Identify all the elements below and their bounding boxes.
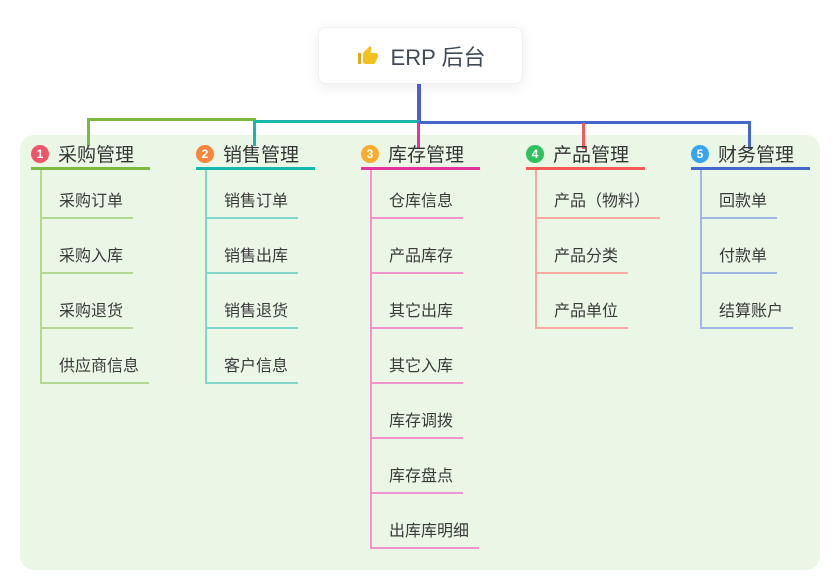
child-node[interactable]: 产品库存 bbox=[370, 219, 480, 274]
child-node-label: 回款单 bbox=[702, 187, 778, 219]
root-node[interactable]: ERP 后台 bbox=[318, 27, 523, 84]
child-node[interactable]: 产品（物料） bbox=[535, 170, 661, 219]
branch-header-4[interactable]: 4 产品管理 bbox=[526, 144, 645, 170]
child-node[interactable]: 产品分类 bbox=[535, 219, 645, 274]
branch-number-badge: 3 bbox=[361, 144, 379, 163]
child-node-label: 销售退货 bbox=[207, 297, 299, 329]
branch-children: 仓库信息产品库存其它出库其它入库库存调拨库存盘点出库库明细 bbox=[370, 170, 480, 549]
child-node-label: 库存盘点 bbox=[372, 462, 464, 494]
branches-panel bbox=[20, 135, 820, 570]
child-node-label: 采购退货 bbox=[42, 297, 134, 329]
branch-children: 回款单付款单结算账户 bbox=[700, 170, 810, 329]
branch-number-badge: 2 bbox=[196, 144, 214, 163]
connector-stem-line bbox=[417, 84, 421, 124]
child-node-label: 库存调拨 bbox=[372, 407, 464, 439]
branch-label: 销售管理 bbox=[223, 145, 300, 166]
child-node-label: 供应商信息 bbox=[42, 352, 150, 384]
branch-children: 采购订单采购入库采购退货供应商信息 bbox=[40, 170, 150, 384]
child-node-label: 客户信息 bbox=[207, 352, 299, 384]
child-node[interactable]: 付款单 bbox=[700, 219, 810, 274]
branch-header-3[interactable]: 3 库存管理 bbox=[361, 144, 480, 170]
branch-label: 产品管理 bbox=[553, 145, 630, 166]
branch-header-5[interactable]: 5 财务管理 bbox=[691, 144, 810, 170]
child-node[interactable]: 其它出库 bbox=[370, 274, 480, 329]
thumbs-up-icon bbox=[357, 45, 378, 64]
root-node-label: ERP 后台 bbox=[390, 44, 486, 70]
branch-3: 3 库存管理 仓库信息产品库存其它出库其它入库库存调拨库存盘点出库库明细 bbox=[361, 144, 480, 549]
child-node[interactable]: 客户信息 bbox=[205, 329, 315, 384]
child-node[interactable]: 供应商信息 bbox=[40, 329, 150, 384]
child-node-label: 销售订单 bbox=[207, 187, 299, 219]
child-node-label: 其它入库 bbox=[372, 352, 464, 384]
child-node-label: 采购订单 bbox=[42, 187, 134, 219]
branch-number-badge: 1 bbox=[31, 144, 49, 163]
branch-label: 财务管理 bbox=[718, 145, 795, 166]
branch-header-2[interactable]: 2 销售管理 bbox=[196, 144, 315, 170]
child-node[interactable]: 销售出库 bbox=[205, 219, 315, 274]
connector-line bbox=[87, 118, 90, 146]
child-node-label: 产品库存 bbox=[372, 242, 464, 274]
child-node[interactable]: 产品单位 bbox=[535, 274, 645, 329]
branch-number-badge: 5 bbox=[691, 144, 709, 163]
child-node-label: 仓库信息 bbox=[372, 187, 464, 219]
child-node-label: 其它出库 bbox=[372, 297, 464, 329]
branch-number-badge: 4 bbox=[526, 144, 544, 163]
child-node[interactable]: 结算账户 bbox=[700, 274, 810, 329]
branch-children: 销售订单销售出库销售退货客户信息 bbox=[205, 170, 315, 384]
connector-line bbox=[418, 121, 751, 124]
child-node-label: 产品单位 bbox=[537, 297, 629, 329]
branch-label: 采购管理 bbox=[58, 145, 135, 166]
branch-4: 4 产品管理 产品（物料） 产品分类产品单位 bbox=[526, 144, 661, 329]
connector-line bbox=[417, 123, 420, 149]
child-node[interactable]: 其它入库 bbox=[370, 329, 480, 384]
child-node[interactable]: 采购订单 bbox=[40, 170, 150, 219]
child-node[interactable]: 销售退货 bbox=[205, 274, 315, 329]
branch-header-1[interactable]: 1 采购管理 bbox=[31, 144, 150, 170]
connector-line bbox=[253, 120, 420, 123]
child-node-label: 付款单 bbox=[702, 242, 778, 274]
connector-line bbox=[582, 123, 585, 149]
branch-5: 5 财务管理 回款单付款单结算账户 bbox=[691, 144, 810, 329]
child-node[interactable]: 出库库明细 bbox=[370, 494, 480, 549]
child-node[interactable]: 采购入库 bbox=[40, 219, 150, 274]
child-node[interactable]: 销售订单 bbox=[205, 170, 315, 219]
connector-line bbox=[87, 118, 256, 121]
child-node-label: 销售出库 bbox=[207, 242, 299, 274]
branch-1: 1 采购管理 采购订单采购入库采购退货供应商信息 bbox=[31, 144, 150, 384]
child-node-label: 产品（物料） bbox=[537, 187, 661, 219]
child-node[interactable]: 采购退货 bbox=[40, 274, 150, 329]
connector-line bbox=[748, 122, 751, 149]
branch-label: 库存管理 bbox=[388, 145, 465, 166]
child-node[interactable]: 库存调拨 bbox=[370, 384, 480, 439]
child-node-label: 产品分类 bbox=[537, 242, 629, 274]
child-node-label: 出库库明细 bbox=[372, 517, 480, 549]
branch-2: 2 销售管理 销售订单销售出库销售退货客户信息 bbox=[196, 144, 315, 384]
child-node[interactable]: 回款单 bbox=[700, 170, 810, 219]
child-node-label: 结算账户 bbox=[702, 297, 794, 329]
child-node-label: 采购入库 bbox=[42, 242, 134, 274]
child-node[interactable]: 库存盘点 bbox=[370, 439, 480, 494]
connector-line bbox=[253, 120, 256, 146]
branch-children: 产品（物料） 产品分类产品单位 bbox=[535, 170, 661, 329]
child-node[interactable]: 仓库信息 bbox=[370, 170, 480, 219]
